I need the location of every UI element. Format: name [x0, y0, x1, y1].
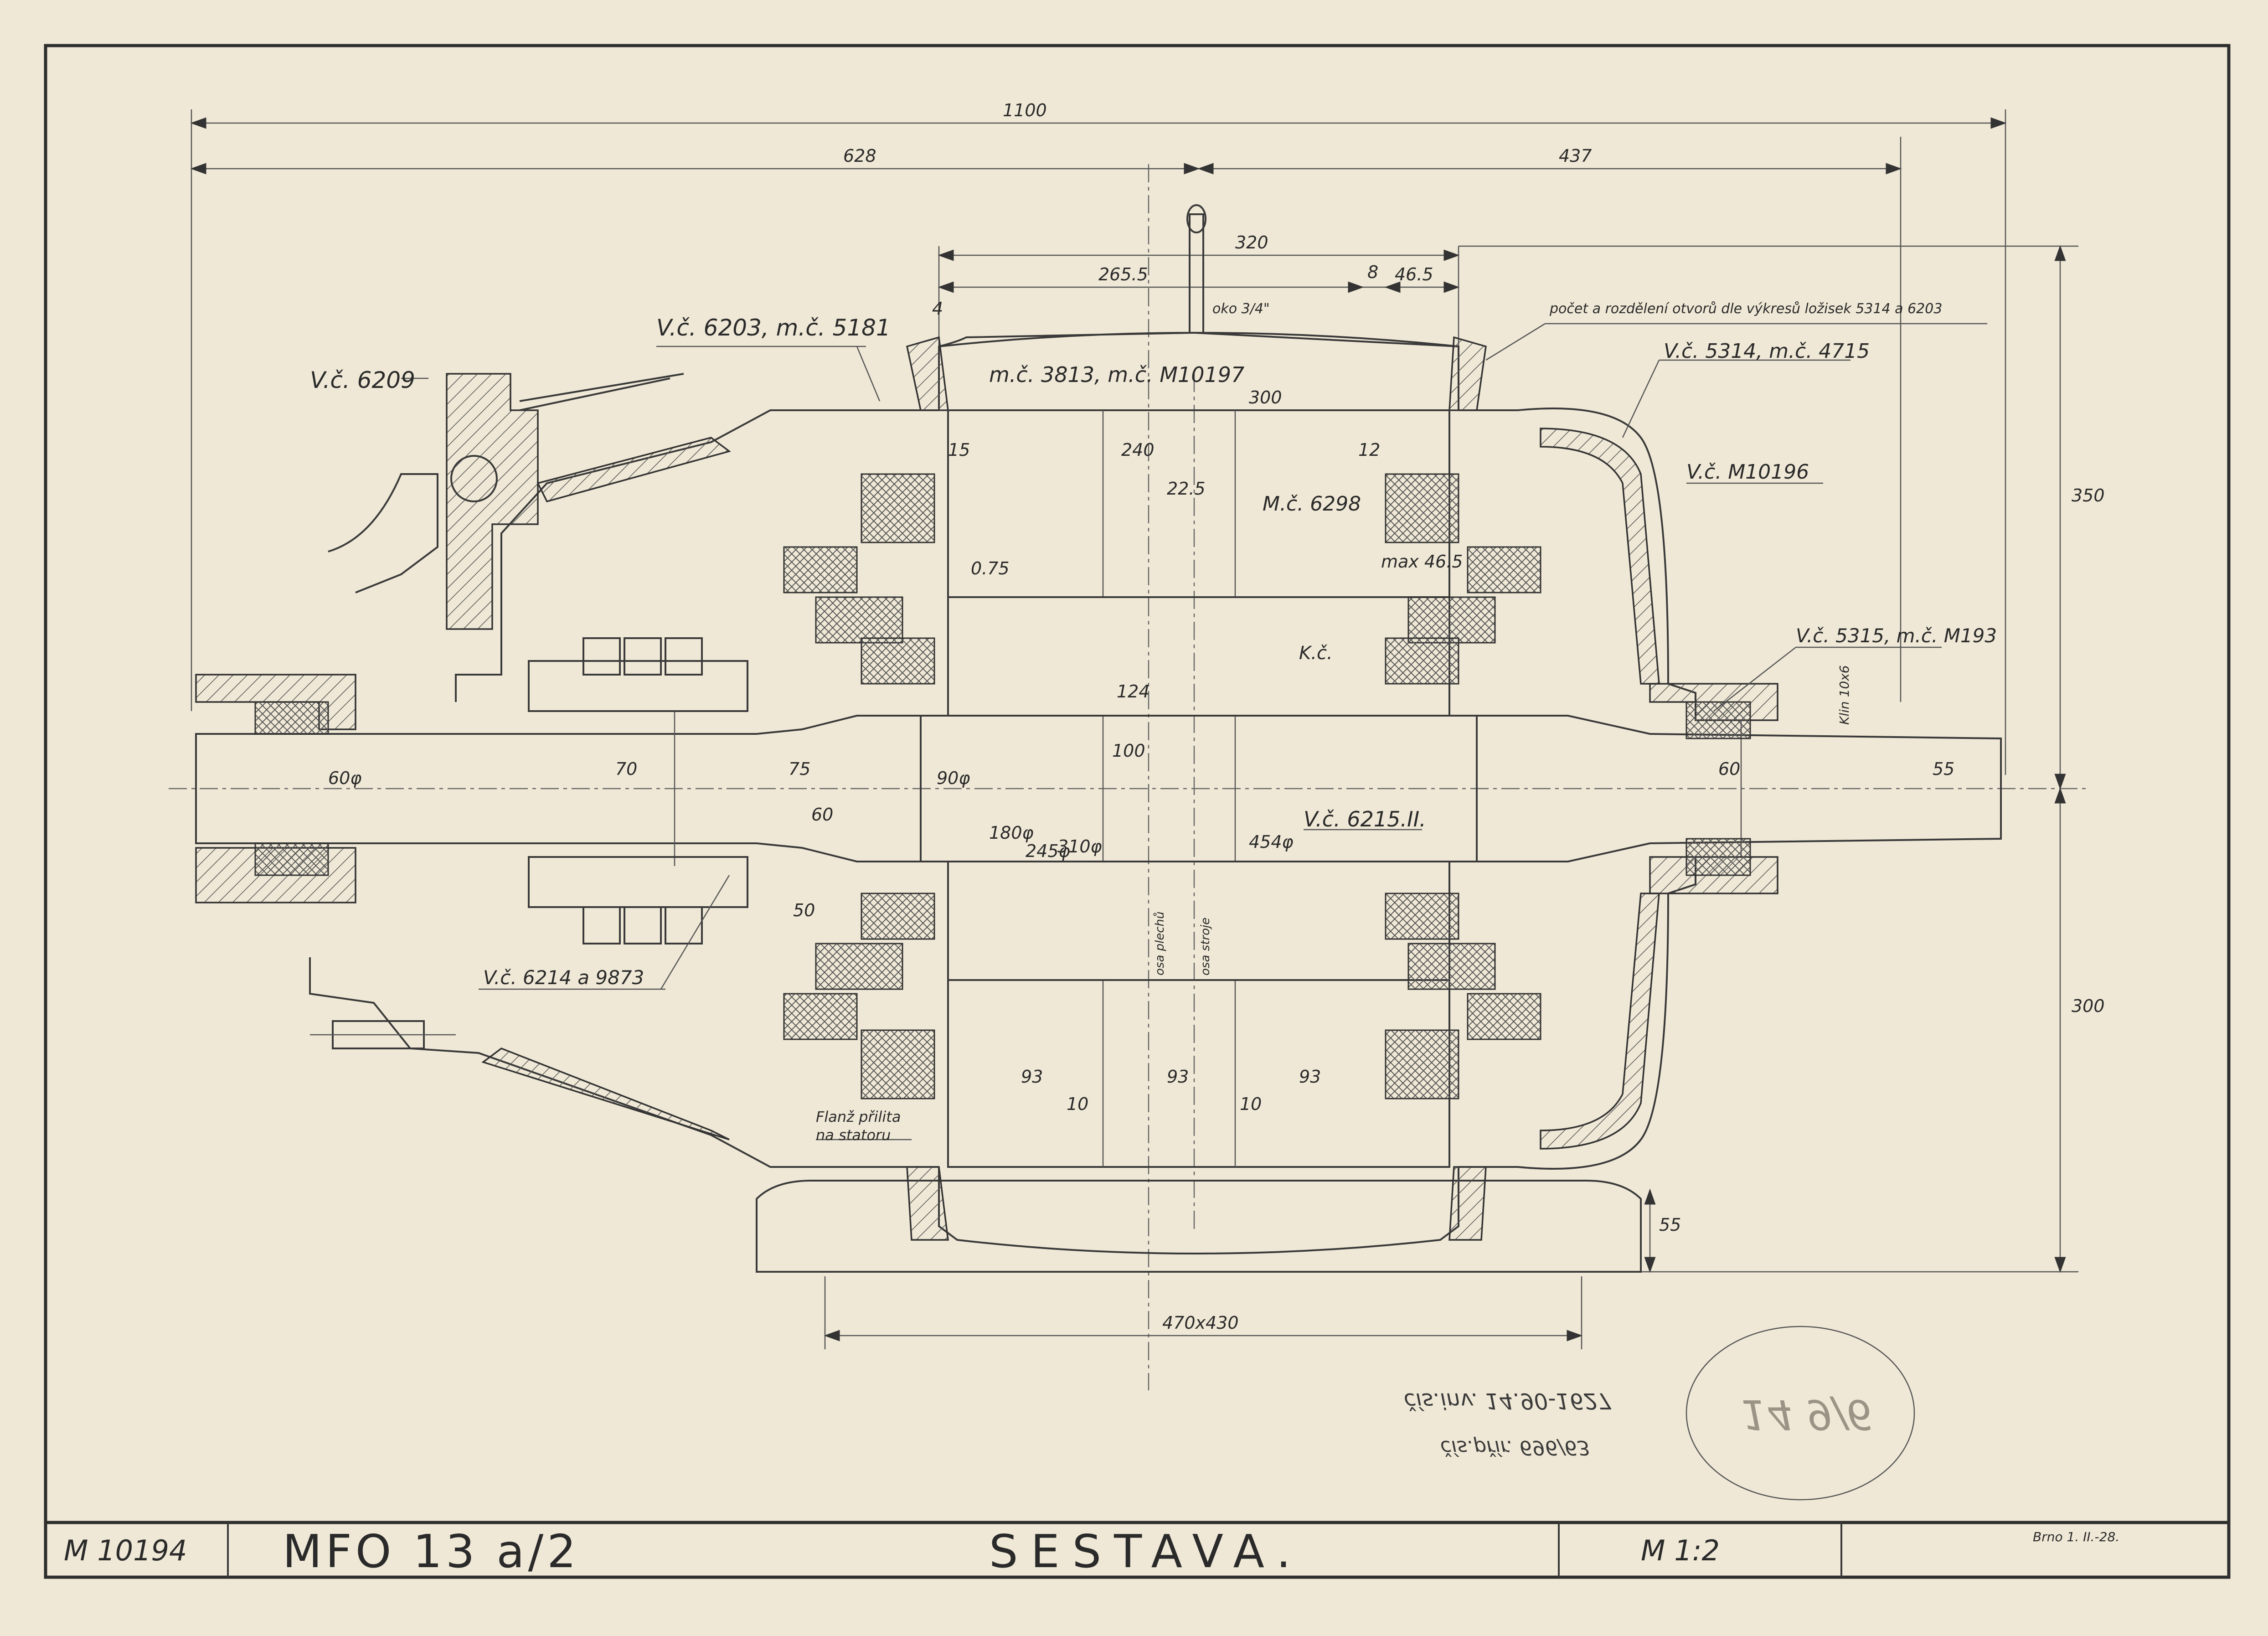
inventory-stamp: [1686, 1326, 1915, 1501]
dim-55r: 55: [1659, 1215, 1681, 1235]
label-key: Klin 10x6: [1837, 665, 1852, 725]
title-block-frame: [46, 1521, 2229, 1577]
dim-075: 0.75: [971, 558, 1010, 578]
dim-60c: 60: [1718, 759, 1740, 779]
stator-housing: [938, 331, 1459, 1254]
type-code: MFO 13 a/2: [283, 1525, 580, 1578]
stamp-accession-number: čís.přír. 696/63: [1440, 1436, 1590, 1459]
dim-4: 4: [932, 299, 943, 319]
label-kc: K.č.: [1299, 643, 1333, 664]
label-vc-5315: V.č. 5315, m.č. M193: [1796, 624, 1997, 647]
label-axis-machine: osa stroje: [1199, 917, 1212, 975]
brush-assembly: [528, 637, 748, 944]
dim-437: 437: [1559, 146, 1592, 166]
dim-100: 100: [1112, 741, 1145, 761]
dim-75: 75: [789, 759, 810, 779]
dim-93b: 93: [1167, 1067, 1189, 1087]
dim-320: 320: [1235, 232, 1268, 253]
dim-10a: 10: [1067, 1094, 1088, 1114]
label-mc-6298: M.č. 6298: [1263, 492, 1361, 516]
dim-55: 55: [1933, 759, 1954, 779]
left-end-windings: [783, 473, 935, 1099]
label-vc-6209: V.č. 6209: [310, 367, 415, 393]
dim-350: 350: [2072, 485, 2105, 506]
dim-8: 8: [1367, 262, 1378, 282]
main-shaft: [195, 715, 2002, 862]
dim-90: 90φ: [937, 768, 970, 788]
label-bearing-note: počet a rozdělení otvorů dle výkresů lož…: [1550, 301, 1943, 317]
label-oko: oko 3/4": [1212, 301, 1270, 317]
stamp-circle-number: 14 9/6: [1741, 1390, 1872, 1438]
dim-50: 50: [793, 900, 815, 920]
dim-465: 46.5: [1395, 264, 1433, 284]
dim-310: 310φ: [1057, 836, 1102, 857]
machine-base: [756, 1180, 1642, 1273]
label-vc-m10196: V.č. M10196: [1686, 460, 1809, 484]
dim-124: 124: [1117, 681, 1150, 702]
label-vc-5314: V.č. 5314, m.č. 4715: [1664, 340, 1870, 363]
dim-225: 22.5: [1167, 479, 1206, 499]
dim-10b: 10: [1240, 1094, 1262, 1114]
dim-70: 70: [615, 759, 637, 779]
stamp-inventory-number: čís.inv. 14.90-1627: [1404, 1388, 1612, 1414]
lubricator: [328, 373, 684, 630]
label-vc-6214: V.č. 6214 a 9873: [483, 966, 644, 989]
dim-max465: max 46.5: [1381, 552, 1463, 572]
label-vc-6215: V.č. 6215.II.: [1304, 807, 1426, 831]
dim-240: 240: [1121, 440, 1155, 460]
dim-93a: 93: [1021, 1067, 1043, 1087]
drawing-number: M 10194: [64, 1534, 187, 1567]
dim-300: 300: [1249, 387, 1282, 408]
bottom-dimension-lines: [824, 1276, 1583, 1349]
dim-180: 180φ: [989, 823, 1034, 843]
dim-470: 470x430: [1162, 1313, 1239, 1333]
dim-2655: 265.5: [1098, 264, 1148, 284]
right-end-windings: [1385, 473, 1541, 1099]
leader-lines: [401, 323, 1987, 1141]
label-vc-6203: V.č. 6203, m.č. 5181: [656, 315, 891, 341]
label-axis-plates: osa plechů: [1153, 911, 1167, 975]
eye-bolt: [1186, 204, 1206, 334]
dim-12: 12: [1358, 440, 1380, 460]
dim-300r: 300: [2072, 996, 2105, 1016]
date-label: Brno 1. II.-28.: [2033, 1529, 2120, 1544]
border-frame: [44, 44, 2231, 1579]
right-end-shield: [1459, 408, 1696, 1170]
left-bearing: [254, 701, 329, 735]
dim-454: 454φ: [1249, 832, 1294, 852]
dim-15: 15: [948, 440, 970, 460]
label-flange-note: Flanž přilita na statoru: [816, 1108, 901, 1144]
dimension-labels: 1100 628 437 320 265.5 8 46.5 4 300 240 …: [328, 100, 2105, 1333]
dim-93c: 93: [1299, 1067, 1321, 1087]
scale-label: M 1:2: [1641, 1534, 1720, 1567]
right-dimension-lines: [1459, 245, 2078, 1273]
dim-1100: 1100: [1003, 100, 1047, 120]
label-mc-3813: m.č. 3813, m.č. M10197: [989, 362, 1245, 387]
dim-60a: 60φ: [328, 768, 361, 788]
flange-bolt: [310, 1020, 456, 1049]
drawing-title: SESTAVA.: [989, 1525, 1304, 1578]
dim-628: 628: [843, 146, 876, 166]
dim-60b: 60: [811, 805, 833, 825]
dim-245: 245φ: [1026, 841, 1070, 861]
